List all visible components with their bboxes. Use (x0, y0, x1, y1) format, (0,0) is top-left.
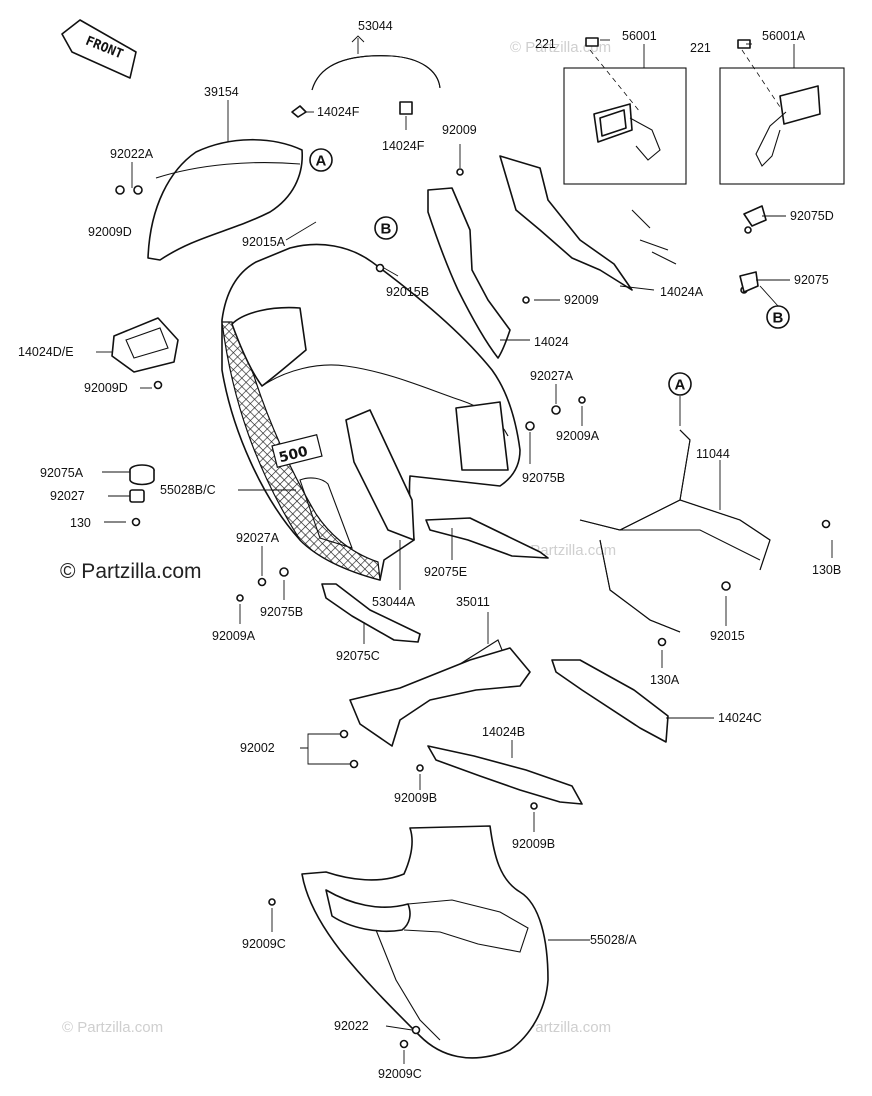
callout-b-right-text: B (773, 310, 784, 327)
part-35011-bracket (349, 639, 531, 747)
label-221-a: 221 (535, 37, 556, 51)
label-53044A: 53044A (372, 595, 416, 609)
part-14024DE-meter-cover (111, 317, 179, 373)
part-14024B-panel (427, 745, 583, 805)
label-130A: 130A (650, 673, 680, 687)
label-92027: 92027 (50, 489, 85, 503)
label-92002: 92002 (240, 741, 275, 755)
part-56001A-mirror-box (719, 39, 845, 185)
decal-text: 500 (277, 444, 309, 467)
label-92075C: 92075C (336, 649, 380, 663)
label-92009A-b: 92009A (212, 629, 256, 643)
label-92009C-b: 92009C (378, 1067, 422, 1081)
label-92009: 92009 (442, 123, 477, 137)
label-55028A: 55028/A (590, 933, 637, 947)
callout-b-top: B (374, 216, 398, 240)
label-35011: 35011 (456, 595, 490, 609)
watermark: © Partzilla.com (62, 1019, 163, 1036)
front-arrow-sign: FRONT (61, 19, 137, 79)
label-92075B-a: 92075B (522, 471, 565, 485)
label-92075E: 92075E (424, 565, 467, 579)
label-92009B-a: 92009B (394, 791, 437, 805)
label-92075A: 92075A (40, 466, 84, 480)
label-130: 130 (70, 516, 91, 530)
label-14024DE: 14024D/E (18, 345, 74, 359)
label-92075D: 92075D (790, 209, 834, 223)
label-92075B-b: 92075B (260, 605, 303, 619)
callout-a-top-text: A (316, 153, 327, 170)
label-14024F-a: 14024F (317, 105, 360, 119)
callout-b-top-text: B (381, 221, 392, 238)
label-92009B-b: 92009B (512, 837, 555, 851)
label-221-b: 221 (690, 41, 711, 55)
label-56001: 56001 (622, 29, 657, 43)
label-11044: 11044 (696, 447, 730, 461)
part-labels: 53044 221 56001 221 56001A 39154 14024F … (18, 19, 841, 1081)
callout-b-right: B (766, 305, 790, 329)
callout-a-right: A (668, 372, 692, 396)
part-92027-collar (129, 489, 145, 503)
label-14024B: 14024B (482, 725, 525, 739)
part-56001-mirror-box (563, 37, 687, 185)
part-14024-inner-panel (427, 155, 633, 359)
label-14024: 14024 (534, 335, 569, 349)
part-39154-windshield (147, 138, 303, 261)
part-11044-stay (579, 429, 771, 633)
label-92022: 92022 (334, 1019, 369, 1033)
label-92009D-a: 92009D (88, 225, 132, 239)
label-14024F-b: 14024F (382, 139, 425, 153)
label-92015A: 92015A (242, 235, 286, 249)
label-56001A: 56001A (762, 29, 806, 43)
part-92075C-bracket (321, 583, 421, 643)
watermark-main: © Partzilla.com (60, 560, 202, 583)
label-92075: 92075 (794, 273, 829, 287)
label-14024A: 14024A (660, 285, 704, 299)
part-55028BC-upper-fairing: 500 (221, 243, 521, 581)
label-92009C-a: 92009C (242, 937, 286, 951)
callout-a-top: A (309, 148, 333, 172)
part-55028A-lower-fairing (301, 825, 549, 1059)
label-130B: 130B (812, 563, 841, 577)
label-14024C: 14024C (718, 711, 762, 725)
fasteners (115, 168, 831, 1049)
leader-lines (96, 39, 833, 1064)
label-92015B: 92015B (386, 285, 429, 299)
label-92009A-a: 92009A (556, 429, 600, 443)
label-92027A-b: 92027A (236, 531, 280, 545)
label-53044: 53044 (358, 19, 393, 33)
part-14024C-panel (551, 659, 669, 743)
label-92015: 92015 (710, 629, 745, 643)
label-92009D-b: 92009D (84, 381, 128, 395)
label-55028BC: 55028B/C (160, 483, 216, 497)
part-53044-bracket (311, 35, 441, 91)
callout-a-right-text: A (675, 377, 686, 394)
part-92075A-grommet (129, 464, 155, 486)
label-39154: 39154 (204, 85, 239, 99)
label-92027A-a: 92027A (530, 369, 574, 383)
part-92075E-bracket (425, 517, 549, 559)
label-92009-b: 92009 (564, 293, 599, 307)
label-92022A: 92022A (110, 147, 154, 161)
